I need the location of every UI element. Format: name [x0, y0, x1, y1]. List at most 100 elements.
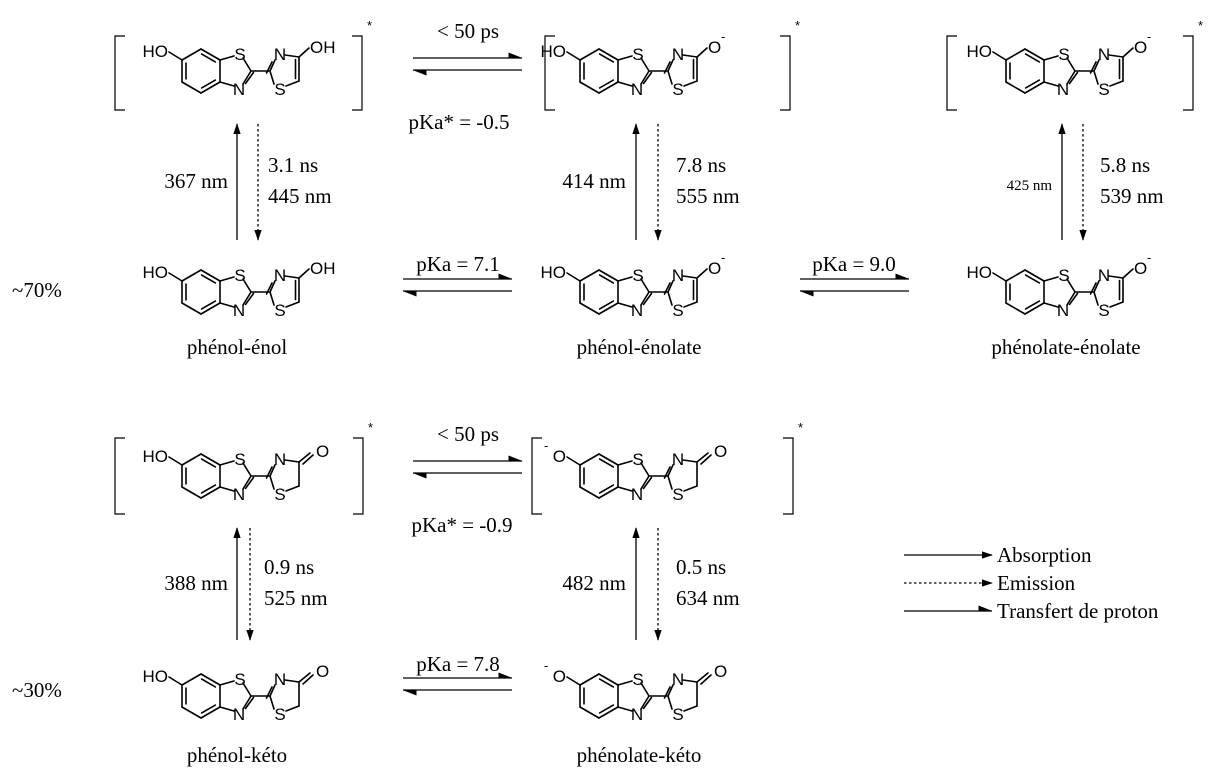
atom-s: S — [274, 705, 285, 724]
enolate-oxygen: O — [708, 259, 721, 278]
atom-n: N — [1057, 301, 1069, 320]
atom-n: N — [631, 705, 643, 724]
negative-charge: - — [544, 438, 548, 453]
abs-wavelength: 414 nm — [562, 169, 626, 193]
excited-markers: * * * * * — [367, 18, 1203, 435]
legend-emission: Emission — [997, 571, 1076, 595]
atom-s: S — [234, 450, 245, 469]
atom-n: N — [631, 80, 643, 99]
hydroxyl-group: HO — [143, 667, 169, 686]
hydroxyl-group: HO — [143, 263, 169, 282]
enolate-oxygen: O — [1134, 38, 1147, 57]
hydroxyl-group: HO — [143, 42, 169, 61]
fluor-lifetime: 5.8 ns — [1100, 153, 1150, 177]
emi-wavelength: 445 nm — [268, 184, 332, 208]
population-percent: ~30% — [12, 678, 62, 702]
atom-n: N — [233, 301, 245, 320]
legend: Absorption Emission Transfert de proton — [904, 543, 1159, 623]
phenolate-oxygen: O — [553, 447, 566, 466]
atom-n: N — [274, 670, 286, 689]
abs-wavelength: 482 nm — [562, 571, 626, 595]
top-block-labels: < 50 ps pKa* = -0.5 pKa = 7.1 pKa = 9.0 … — [12, 19, 1164, 359]
excited-star: * — [1198, 18, 1203, 33]
atom-s: S — [1098, 301, 1109, 320]
excited-star: * — [367, 18, 372, 33]
abs-wavelength: 425 nm — [1007, 178, 1053, 194]
atom-s: S — [672, 80, 683, 99]
hydroxyl-group: HO — [967, 42, 993, 61]
legend-proton-transfer: Transfert de proton — [997, 599, 1159, 623]
ground-pka-2: pKa = 9.0 — [812, 252, 896, 276]
hydroxyl-group: HO — [541, 42, 567, 61]
emi-wavelength: 525 nm — [264, 586, 328, 610]
negative-charge: - — [721, 250, 725, 265]
bottom-block-labels: < 50 ps pKa* = -0.9 pKa = 7.8 388 nm 0.9… — [12, 422, 740, 767]
hydroxyl-group: HO — [541, 263, 567, 282]
luciferin-structure: SNO-NSO — [544, 658, 727, 724]
atom-s: S — [274, 485, 285, 504]
species-name: phénolate-kéto — [577, 743, 702, 767]
enol-hydroxyl: OH — [310, 38, 336, 57]
atom-s: S — [1058, 266, 1069, 285]
atom-n: N — [672, 450, 684, 469]
population-percent: ~70% — [12, 278, 62, 302]
atom-n: N — [1098, 266, 1110, 285]
hydroxyl-group: HO — [143, 447, 169, 466]
atom-s: S — [1098, 80, 1109, 99]
atom-s: S — [274, 80, 285, 99]
hydroxyl-group: HO — [967, 263, 993, 282]
enol-hydroxyl: OH — [310, 259, 336, 278]
species-name: phénol-énolate — [577, 335, 702, 359]
emi-wavelength: 634 nm — [676, 586, 740, 610]
atom-n: N — [274, 45, 286, 64]
ground-pka-1: pKa = 7.1 — [416, 252, 500, 276]
excited-pt-time: < 50 ps — [437, 19, 499, 43]
atom-s: S — [274, 301, 285, 320]
equilibrium-arrows — [402, 52, 910, 696]
atom-s: S — [234, 670, 245, 689]
atom-n: N — [1057, 80, 1069, 99]
absorption-arrows — [233, 123, 1066, 640]
excited-star: * — [798, 420, 803, 435]
fluor-lifetime: 0.5 ns — [676, 555, 726, 579]
species-name: phénol-kéto — [187, 743, 287, 767]
negative-charge: - — [544, 658, 548, 673]
species-name: phénolate-énolate — [991, 335, 1140, 359]
atom-n: N — [233, 705, 245, 724]
species-name: phénol-énol — [187, 335, 287, 359]
excited-star: * — [368, 420, 373, 435]
atom-n: N — [274, 450, 286, 469]
excited-brackets — [114, 35, 1194, 515]
luciferin-structure: SNO-NSO — [544, 438, 727, 504]
keto-oxygen: O — [316, 662, 329, 681]
keto-oxygen: O — [316, 442, 329, 461]
fluor-lifetime: 3.1 ns — [268, 153, 318, 177]
atom-s: S — [234, 266, 245, 285]
fluor-lifetime: 0.9 ns — [264, 555, 314, 579]
excited-pt-time: < 50 ps — [437, 422, 499, 446]
excited-pt-pka: pKa* = -0.5 — [408, 110, 509, 134]
atom-s: S — [632, 45, 643, 64]
atom-s: S — [632, 266, 643, 285]
atom-n: N — [274, 266, 286, 285]
atom-s: S — [672, 705, 683, 724]
emi-wavelength: 539 nm — [1100, 184, 1164, 208]
enolate-oxygen: O — [708, 38, 721, 57]
phenolate-oxygen: O — [553, 667, 566, 686]
atom-s: S — [632, 450, 643, 469]
enolate-oxygen: O — [1134, 259, 1147, 278]
fluor-lifetime: 7.8 ns — [676, 153, 726, 177]
atom-s: S — [1058, 45, 1069, 64]
atom-n: N — [233, 485, 245, 504]
negative-charge: - — [1147, 29, 1151, 44]
abs-wavelength: 388 nm — [164, 571, 228, 595]
atom-s: S — [632, 670, 643, 689]
